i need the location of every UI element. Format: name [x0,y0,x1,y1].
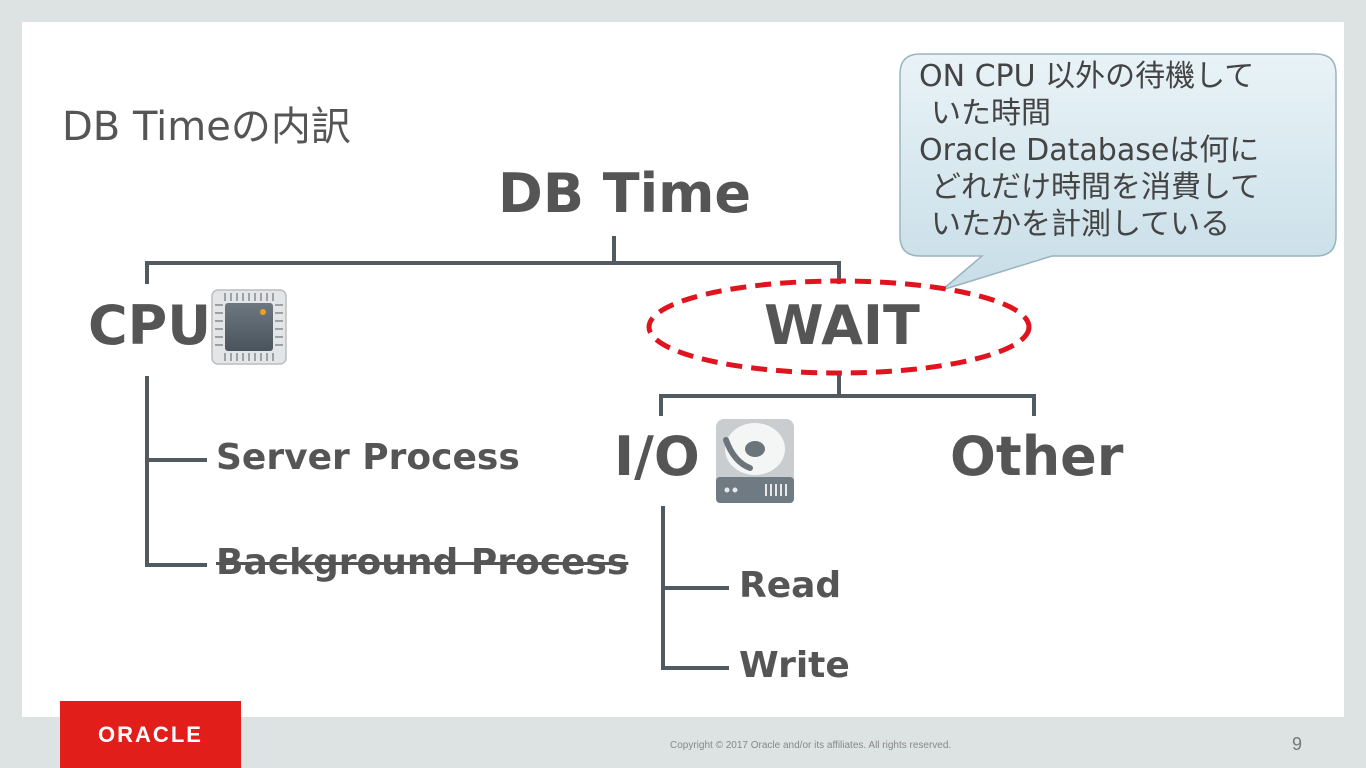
cpu-chip-icon [211,289,287,365]
copyright-notice: Copyright © 2017 Oracle and/or its affil… [670,740,952,751]
callout-bubble [899,53,1337,291]
node-write: Write [739,645,850,686]
hard-disk-icon [716,419,794,503]
callout-line: いたかを計測している [931,207,1231,242]
wait-highlight-ellipse [646,278,1032,376]
callout-line: どれだけ時間を消費して [931,170,1261,205]
tree-diagram [145,53,1337,670]
node-db-time: DB Time [498,162,752,225]
oracle-logo: ORACLE [60,701,241,768]
node-other: Other [950,425,1124,488]
callout-text: ON CPU 以外の待機して いた時間 Oracle Databaseは何に ど… [919,58,1339,243]
node-read: Read [739,565,842,606]
callout-line: ON CPU 以外の待機して [919,59,1255,94]
slide: DB Timeの内訳 DB Time CPU WAIT I/O Other Se… [22,22,1344,717]
node-wait: WAIT [764,294,920,357]
node-server-process: Server Process [216,437,520,478]
node-background-process: Background Process [216,542,629,583]
page-number: 9 [1292,734,1303,754]
callout-line: いた時間 [931,96,1051,131]
slide-title: DB Timeの内訳 [62,104,351,150]
connector-lines [145,236,1036,670]
node-io: I/O [614,425,700,488]
node-cpu: CPU [88,294,212,357]
oracle-logo-text: ORACLE [98,721,203,747]
callout-line: Oracle Databaseは何に [919,133,1260,168]
